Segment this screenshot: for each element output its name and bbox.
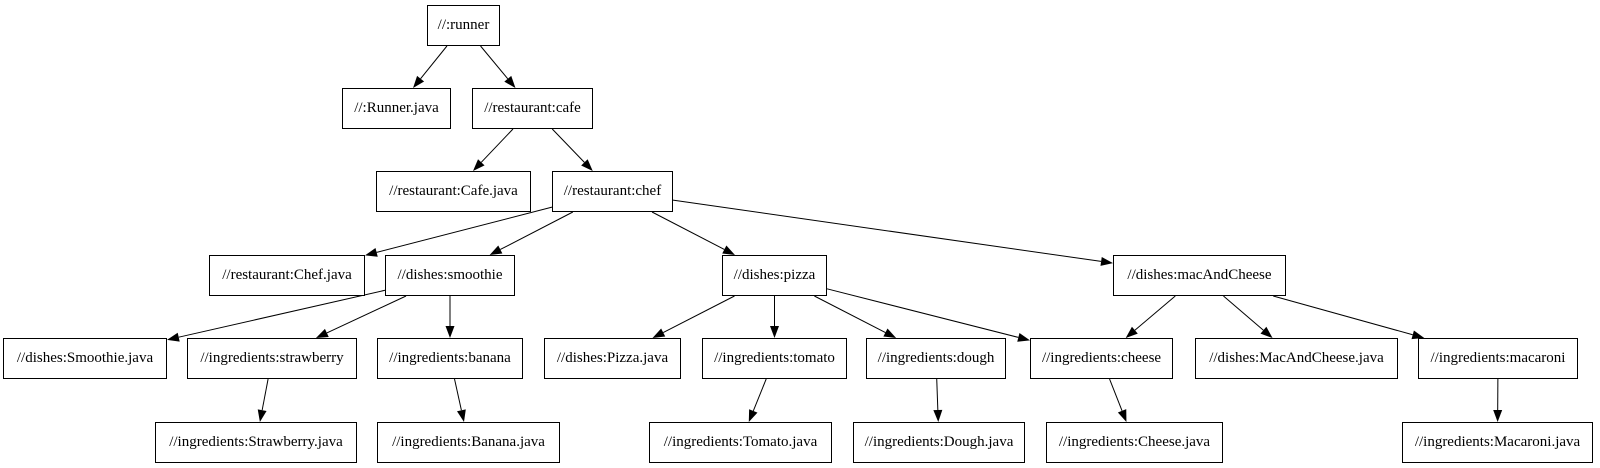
graph-edge-runner-cafe <box>480 45 509 80</box>
graph-arrowhead-runner-cafe <box>504 75 516 88</box>
graph-arrowhead-mac_and_cheese-macaroni <box>1411 330 1425 340</box>
graph-arrowhead-tomato-tomato_java <box>748 409 758 422</box>
graph-arrowhead-mac_and_cheese-cheese <box>1125 326 1138 338</box>
graph-node-smoothie: //dishes:smoothie <box>385 255 515 296</box>
graph-node-cheese: //ingredients:cheese <box>1030 338 1173 379</box>
graph-node-banana: //ingredients:banana <box>377 338 523 379</box>
graph-node-banana_java: //ingredients:Banana.java <box>377 422 560 463</box>
graph-arrowhead-smoothie-banana <box>445 326 455 338</box>
graph-arrowhead-cheese-cheese_java <box>1117 409 1127 422</box>
graph-arrowhead-pizza-tomato <box>770 326 779 338</box>
graph-edge-mac_and_cheese-macaroni <box>1273 295 1413 336</box>
graph-node-mac_and_cheese: //dishes:macAndCheese <box>1113 255 1286 296</box>
graph-arrowhead-smoothie-smoothie_java <box>167 332 180 342</box>
graph-edge-chef-mac_and_cheese <box>672 199 1102 262</box>
graph-arrowhead-mac_and_cheese-mac_and_cheese_java <box>1260 326 1273 338</box>
graph-node-chef_java: //restaurant:Chef.java <box>209 255 365 296</box>
graph-arrowhead-cafe-cafe_java <box>473 159 485 171</box>
graph-edge-chef-chef_java <box>376 206 553 253</box>
graph-arrowhead-pizza-cheese <box>1017 333 1030 342</box>
graph-arrowhead-runner-runner_java <box>413 75 425 88</box>
graph-node-cafe: //restaurant:cafe <box>472 88 593 129</box>
graph-node-cheese_java: //ingredients:Cheese.java <box>1046 422 1223 463</box>
graph-node-chef: //restaurant:chef <box>552 171 673 212</box>
graph-arrowhead-banana-banana_java <box>457 409 466 422</box>
graph-arrowhead-chef-chef_java <box>365 248 378 257</box>
graph-edge-cafe-chef <box>551 128 585 163</box>
graph-edge-smoothie-strawberry <box>326 295 407 334</box>
graph-node-macaroni: //ingredients:macaroni <box>1418 338 1578 379</box>
graph-node-pizza: //dishes:pizza <box>722 255 827 296</box>
graph-node-dough_java: //ingredients:Dough.java <box>853 422 1025 463</box>
graph-node-strawberry_java: //ingredients:Strawberry.java <box>155 422 357 463</box>
graph-edge-tomato-tomato_java <box>752 378 767 412</box>
graph-arrowhead-pizza-pizza_java <box>652 328 666 338</box>
graph-edge-runner-runner_java <box>420 45 448 79</box>
graph-arrowhead-macaroni-macaroni_java <box>1493 409 1503 422</box>
graph-node-tomato: //ingredients:tomato <box>702 338 847 379</box>
graph-edge-mac_and_cheese-mac_and_cheese_java <box>1223 295 1264 331</box>
graph-edge-smoothie-smoothie_java <box>178 289 386 338</box>
graph-arrowhead-chef-pizza <box>722 245 735 255</box>
graph-edge-banana-banana_java <box>454 378 462 411</box>
graph-edge-pizza-cheese <box>826 288 1019 338</box>
graph-edge-dough-dough_java <box>936 378 939 411</box>
graph-node-smoothie_java: //dishes:Smoothie.java <box>3 338 167 379</box>
graph-node-tomato_java: //ingredients:Tomato.java <box>649 422 832 463</box>
graph-arrowhead-chef-mac_and_cheese <box>1100 256 1113 266</box>
graph-node-runner_java: //:Runner.java <box>342 88 451 129</box>
graph-node-pizza_java: //dishes:Pizza.java <box>544 338 681 379</box>
graph-node-runner: //:runner <box>427 5 500 46</box>
graph-edge-strawberry-strawberry_java <box>261 378 269 411</box>
graph-edge-cheese-cheese_java <box>1109 378 1123 412</box>
graph-arrowhead-strawberry-strawberry_java <box>257 409 267 422</box>
graph-edge-cafe-cafe_java <box>480 128 514 163</box>
graph-edge-pizza-pizza_java <box>662 295 735 333</box>
graph-node-macaroni_java: //ingredients:Macaroni.java <box>1402 422 1593 463</box>
graph-arrowhead-smoothie-strawberry <box>315 328 329 338</box>
graph-node-dough: //ingredients:dough <box>866 338 1006 379</box>
graph-arrowhead-chef-smoothie <box>489 245 503 255</box>
graph-edge-chef-pizza <box>651 211 725 250</box>
graph-arrowhead-cafe-chef <box>581 159 593 171</box>
graph-arrowhead-dough-dough_java <box>933 409 943 422</box>
graph-node-strawberry: //ingredients:strawberry <box>187 338 357 379</box>
graph-edge-mac_and_cheese-cheese <box>1134 295 1176 331</box>
graph-edge-pizza-dough <box>814 295 886 333</box>
graph-node-mac_and_cheese_java: //dishes:MacAndCheese.java <box>1195 338 1398 379</box>
graph-node-cafe_java: //restaurant:Cafe.java <box>376 171 531 212</box>
graph-arrowhead-pizza-dough <box>883 328 897 338</box>
graph-edge-chef-smoothie <box>500 211 574 250</box>
